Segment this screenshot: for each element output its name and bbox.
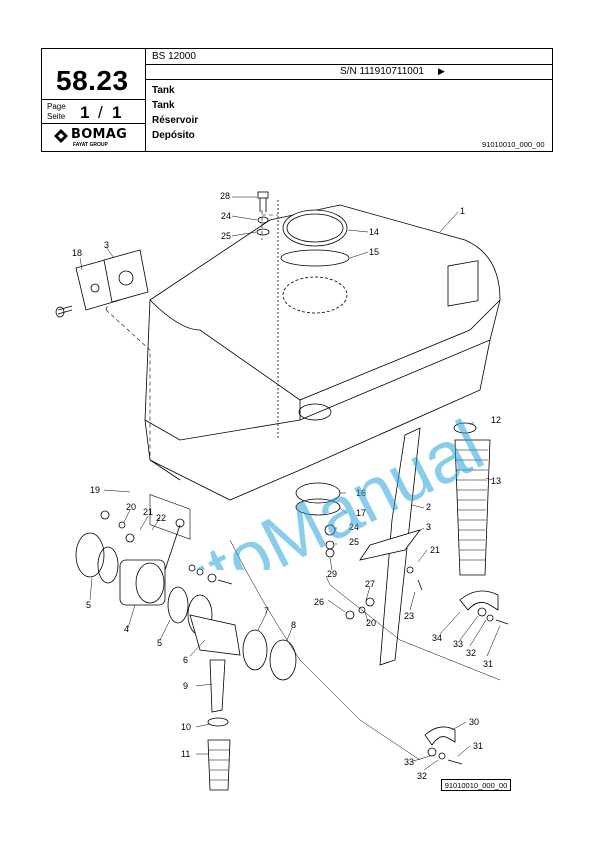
callout-23: 23 [404, 611, 415, 621]
callout-14: 14 [369, 227, 380, 237]
callout-26: 26 [314, 597, 325, 607]
header-divider [145, 49, 146, 151]
drawing-reference-box: 91010010_000_00 [441, 779, 511, 791]
callout-12: 12 [491, 415, 502, 425]
tank-body [144, 200, 501, 540]
callout-34: 34 [432, 633, 443, 643]
callout-1: 1 [460, 206, 466, 216]
valve-assembly [75, 518, 297, 791]
page-total: 1 [112, 103, 122, 122]
callout-7: 7 [264, 606, 270, 616]
callout-29: 29 [327, 569, 338, 579]
logo-name: BOMAG [71, 127, 128, 142]
page-number: 58.23 [56, 65, 129, 96]
callout-11: 11 [181, 749, 191, 759]
callout-10: 10 [181, 722, 192, 732]
seite-label: Seite [47, 112, 66, 121]
callout-13: 13 [491, 476, 502, 486]
callout-31a: 31 [483, 659, 494, 669]
cover-plates [55, 249, 149, 318]
hose [453, 422, 491, 576]
callout-28: 28 [220, 191, 231, 201]
callout-32b: 32 [417, 771, 428, 781]
callout-16: 16 [356, 488, 367, 498]
header-rule [145, 79, 552, 80]
callout-33a: 33 [453, 639, 464, 649]
bomag-logo-icon [54, 129, 68, 143]
header-rule [145, 64, 552, 65]
callout-8: 8 [291, 620, 297, 630]
header-rule [42, 123, 145, 124]
callout-24b: 24 [349, 522, 360, 532]
callout-17: 17 [356, 508, 367, 518]
callout-32a: 32 [466, 648, 477, 658]
callout-20b: 20 [366, 618, 377, 628]
callout-31b: 31 [473, 741, 484, 751]
callout-33b: 33 [404, 757, 415, 767]
serial-number: S/N 111910711001 [340, 66, 424, 77]
callout-5a: 5 [86, 600, 92, 610]
page-label: Page [47, 102, 66, 111]
serial-arrow-icon: ▶ [438, 66, 445, 76]
callout-22: 22 [156, 513, 167, 523]
title-es: Depósito [152, 130, 195, 141]
bomag-logo: BOMAG FAYAT GROUP [54, 127, 140, 149]
leader-lines [79, 196, 501, 771]
title-en: Tank [152, 85, 175, 96]
callout-25b: 25 [349, 537, 360, 547]
callout-3a: 3 [104, 240, 110, 250]
drawing-number: 91010010_000_00 [482, 140, 545, 149]
callout-6: 6 [183, 655, 189, 665]
filler-pipe [359, 427, 422, 666]
page-separator: / [98, 103, 103, 122]
callout-9: 9 [183, 681, 189, 691]
top-fasteners [256, 191, 270, 236]
header-block: 58.23 Page Seite 1 / 1 BOMAG FAYAT GROUP… [41, 48, 553, 152]
logo-subtitle: FAYAT GROUP [73, 142, 108, 148]
clamp-lower [424, 726, 456, 746]
callout-2: 2 [426, 502, 432, 512]
title-fr: Réservoir [152, 115, 199, 126]
model-label: BS 12000 [152, 51, 196, 62]
callout-24a: 24 [221, 211, 232, 221]
page-current: 1 [80, 103, 90, 122]
callout-21a: 21 [143, 507, 154, 517]
callout-19: 19 [90, 485, 101, 495]
callout-25a: 25 [221, 231, 232, 241]
callout-20a: 20 [126, 502, 137, 512]
small-fasteners [100, 482, 509, 765]
title-de: Tank [152, 100, 175, 111]
callout-27: 27 [365, 579, 376, 589]
callout-15: 15 [369, 247, 380, 257]
header-rule [42, 99, 145, 100]
callout-4: 4 [124, 624, 130, 634]
clamp-upper [459, 590, 499, 611]
callout-5b: 5 [157, 638, 163, 648]
callout-18: 18 [72, 248, 83, 258]
callout-21b: 21 [430, 545, 441, 555]
callout-30: 30 [469, 717, 480, 727]
callout-3b: 3 [426, 522, 432, 532]
